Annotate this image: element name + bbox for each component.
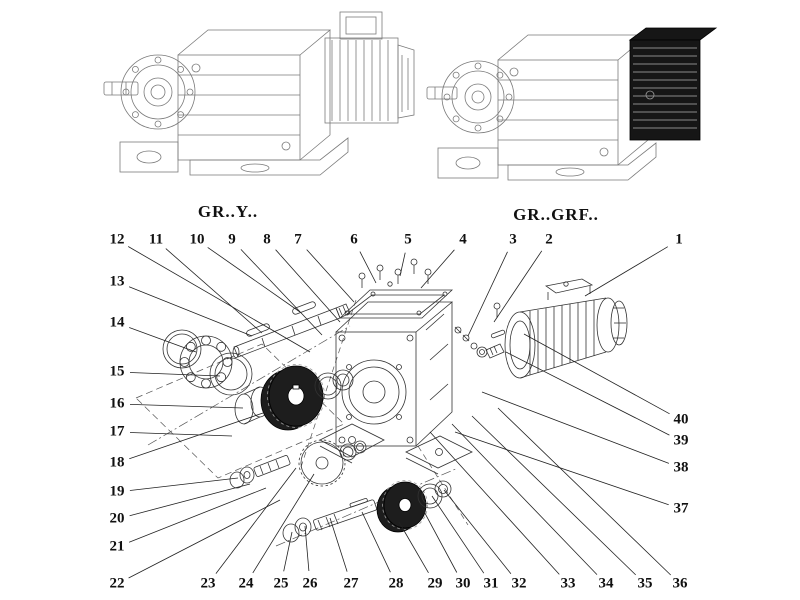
callout-15: 15 xyxy=(109,363,125,380)
callout-13: 13 xyxy=(109,273,125,290)
callout-21: 21 xyxy=(109,538,125,555)
leader-line-27 xyxy=(329,517,348,572)
leader-line-16 xyxy=(129,404,244,409)
callout-10: 10 xyxy=(189,231,205,248)
callout-36: 36 xyxy=(672,575,688,592)
leader-line-31 xyxy=(431,495,485,574)
callout-34: 34 xyxy=(598,575,614,592)
callout-28: 28 xyxy=(388,575,404,592)
callout-16: 16 xyxy=(109,395,125,412)
callout-26: 26 xyxy=(302,575,318,592)
leader-line-25 xyxy=(283,531,293,572)
leader-line-15 xyxy=(129,372,221,377)
callout-6: 6 xyxy=(350,231,358,248)
leader-line-14 xyxy=(129,327,197,353)
leader-line-38 xyxy=(481,391,670,464)
leader-line-6 xyxy=(359,251,377,284)
callout-17: 17 xyxy=(109,423,125,440)
callout-39: 39 xyxy=(673,432,689,449)
machine-gr-y-drawing xyxy=(103,11,415,176)
leader-line-24 xyxy=(252,473,315,574)
output-shaft-set xyxy=(282,480,452,543)
callout-22: 22 xyxy=(109,575,125,592)
leader-line-18 xyxy=(129,411,267,460)
leader-line-12 xyxy=(127,246,311,353)
leader-line-22 xyxy=(128,499,281,579)
leader-line-37 xyxy=(454,431,669,506)
leader-line-10 xyxy=(207,247,301,313)
leader-line-9 xyxy=(240,249,323,336)
callout-14: 14 xyxy=(109,314,125,331)
leader-line-34 xyxy=(451,423,598,575)
leader-line-40 xyxy=(523,333,670,415)
diagram-title-gr-grf: GR..GRF.. xyxy=(513,205,599,224)
callout-7: 7 xyxy=(294,231,302,248)
callout-23: 23 xyxy=(200,575,216,592)
cover-bolts xyxy=(358,258,432,288)
callout-25: 25 xyxy=(273,575,289,592)
leader-line-4 xyxy=(420,249,455,289)
leader-line-8 xyxy=(275,249,341,323)
callout-38: 38 xyxy=(673,459,689,476)
callout-19: 19 xyxy=(109,483,125,500)
leader-line-17 xyxy=(129,432,233,437)
leader-line-30 xyxy=(419,503,458,573)
machine-gr-grf-drawing xyxy=(426,27,718,181)
callout-9: 9 xyxy=(228,231,236,248)
leader-line-39 xyxy=(505,351,670,436)
callout-27: 27 xyxy=(343,575,359,592)
leader-line-23 xyxy=(215,467,297,574)
leader-line-3 xyxy=(467,251,508,337)
callout-30: 30 xyxy=(455,575,471,592)
leader-line-1 xyxy=(584,246,669,297)
callout-35: 35 xyxy=(637,575,653,592)
leader-line-32 xyxy=(443,489,512,575)
input-coupling-parts xyxy=(454,302,506,359)
electric-motor xyxy=(504,278,628,379)
exploded-view-drawing xyxy=(135,258,628,547)
leader-line-19 xyxy=(129,477,239,491)
leader-line-21 xyxy=(128,487,267,543)
diagram-title-gr-y: GR..Y.. xyxy=(197,202,259,221)
leader-line-33 xyxy=(429,431,560,575)
callout-4: 4 xyxy=(459,231,467,248)
leader-line-29 xyxy=(398,521,429,574)
spacer-sleeve xyxy=(234,386,270,425)
callout-40: 40 xyxy=(673,411,689,428)
bearings-and-rings xyxy=(162,329,253,396)
leader-line-2 xyxy=(493,250,543,323)
callout-1: 1 xyxy=(675,231,683,248)
callout-18: 18 xyxy=(109,454,125,471)
callout-11: 11 xyxy=(148,231,164,248)
leader-line-7 xyxy=(306,249,355,303)
intermediate-pinion-set xyxy=(229,439,367,489)
callout-5: 5 xyxy=(404,231,412,248)
callout-8: 8 xyxy=(263,231,271,248)
callout-33: 33 xyxy=(560,575,576,592)
gear-housing xyxy=(319,258,473,475)
leader-line-13 xyxy=(128,286,253,337)
leader-line-5 xyxy=(399,252,406,277)
leader-line-11 xyxy=(165,248,263,334)
leader-line-35 xyxy=(471,415,636,576)
callout-20: 20 xyxy=(109,510,125,527)
callout-2: 2 xyxy=(545,231,553,248)
leader-line-36 xyxy=(497,407,671,576)
leader-line-26 xyxy=(304,525,310,572)
callout-31: 31 xyxy=(483,575,499,592)
gear-side-rings xyxy=(314,369,354,400)
callout-24: 24 xyxy=(238,575,254,592)
callout-12: 12 xyxy=(109,231,125,248)
callout-32: 32 xyxy=(511,575,527,592)
large-helical-gear xyxy=(260,364,325,431)
leader-lines xyxy=(127,246,671,579)
callout-3: 3 xyxy=(509,231,517,248)
callout-37: 37 xyxy=(673,500,689,517)
callout-29: 29 xyxy=(427,575,443,592)
leader-line-28 xyxy=(361,511,391,573)
leader-line-20 xyxy=(129,483,251,517)
